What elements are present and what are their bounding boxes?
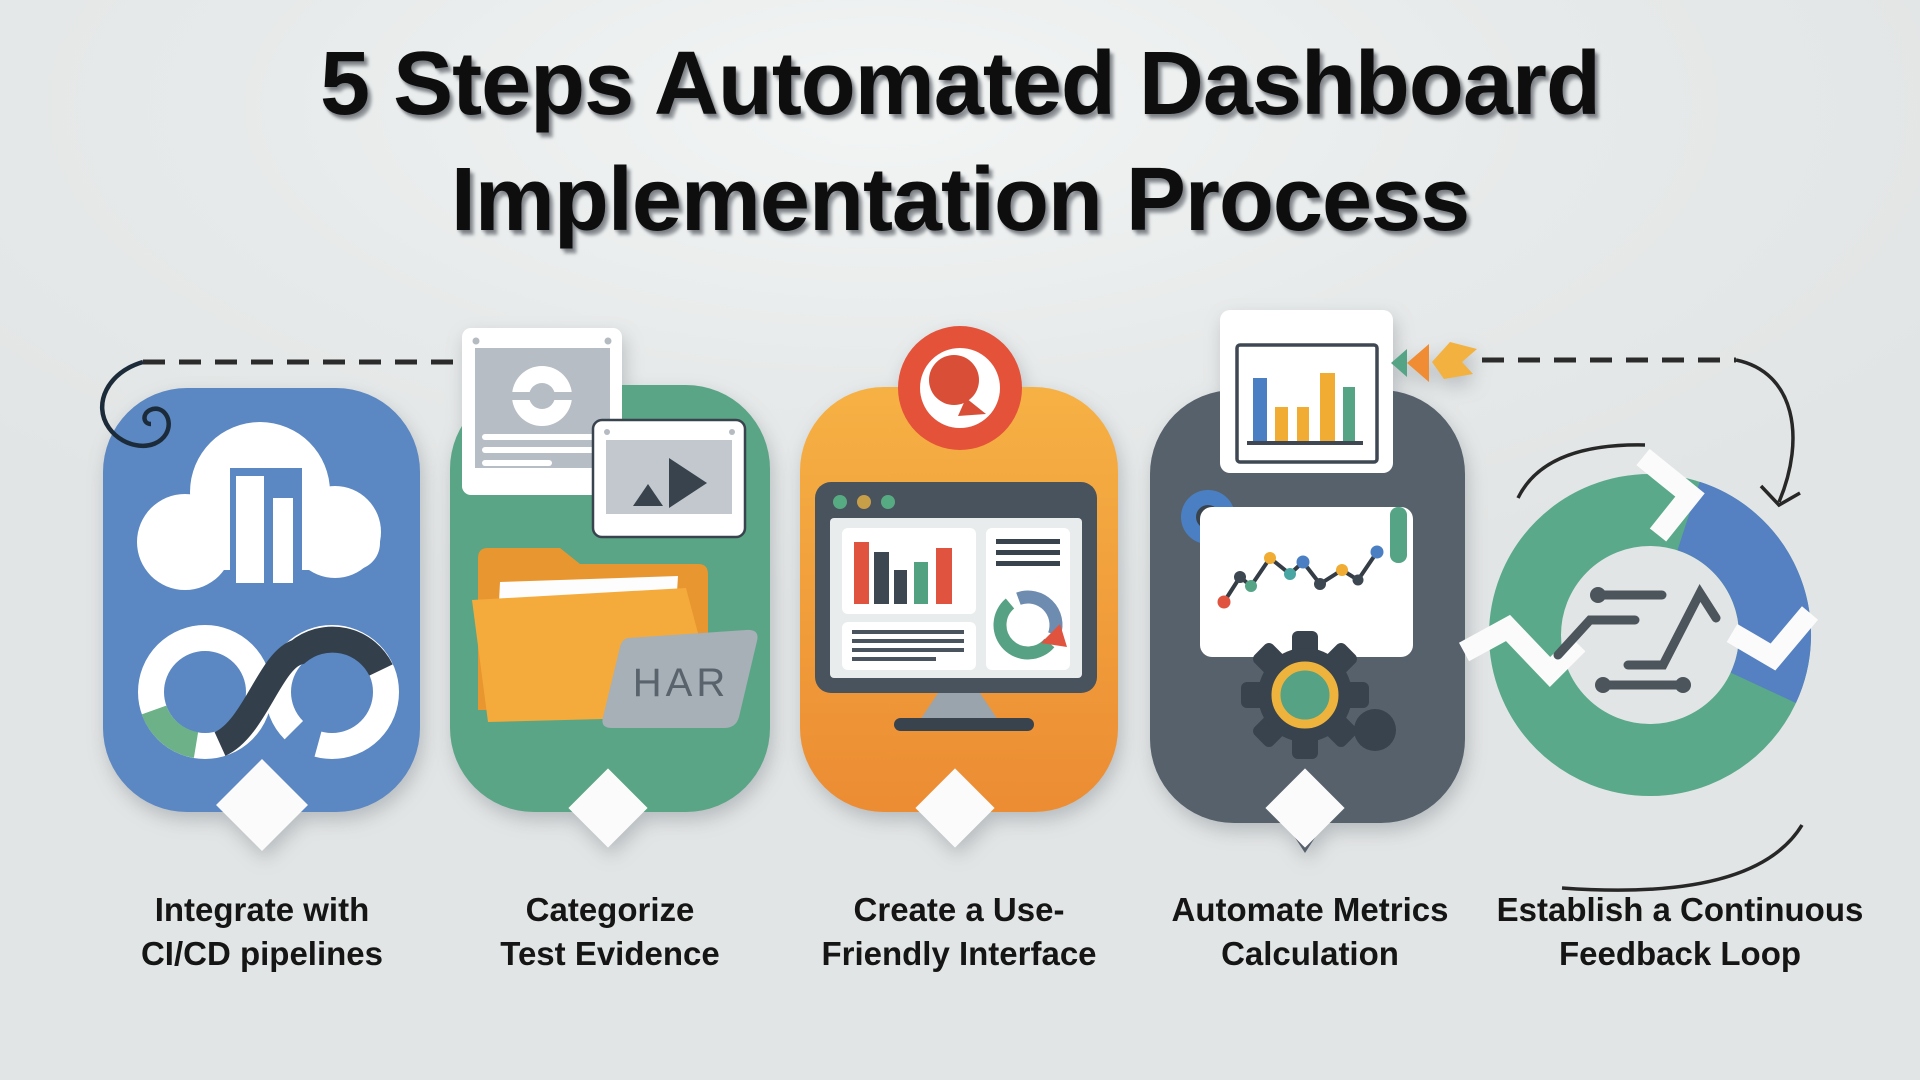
step-1-card <box>103 388 420 851</box>
gear-icon <box>1241 631 1396 759</box>
diamond-marker <box>216 759 308 851</box>
screenshot-window-icon <box>462 328 622 495</box>
monitor-base <box>894 718 1034 731</box>
refresh-arrow-icon <box>1041 624 1067 647</box>
continuous-feedback-loop-icon <box>1458 443 1819 892</box>
outer-arc-top <box>1516 443 1646 499</box>
har-file-tag: HAR <box>602 629 758 728</box>
bar-chart-panel-icon <box>842 528 976 614</box>
page-title: 5 Steps Automated Dashboard Implementati… <box>0 26 1920 258</box>
monitor-stand <box>920 693 998 720</box>
video-player-window-icon <box>591 418 747 539</box>
step-label-2: Categorize Test Evidence <box>500 891 720 972</box>
step-label-5: Establish a Continuous Feedback Loop <box>1496 891 1864 972</box>
step-5-loop <box>1458 443 1819 892</box>
diamond-marker <box>1265 768 1345 848</box>
page-title-line1: 5 Steps Automated Dashboard <box>320 34 1601 134</box>
page-title-line2: Implementation Process <box>450 150 1470 250</box>
red-target-badge-icon <box>898 326 1022 450</box>
loop-chevron-left <box>1458 614 1586 688</box>
dashboard-monitor-icon <box>815 482 1097 731</box>
play-small-triangle-icon <box>633 484 663 506</box>
step-3-card <box>800 326 1118 848</box>
play-next-triangle-icon <box>669 458 707 508</box>
outer-arc-bottom <box>1561 824 1804 892</box>
donut-chart-panel-icon <box>986 528 1070 670</box>
cloud-upload-icon <box>137 422 381 590</box>
step-2-card: HAR <box>450 328 770 848</box>
bar-chart-card-icon <box>1220 310 1393 473</box>
metric-lines-glyph <box>1553 583 1721 693</box>
step-label-1: Integrate with CI/CD pipelines <box>140 891 384 972</box>
cicd-infinity-icon <box>138 625 399 759</box>
text-panel-icon <box>842 622 976 670</box>
step-label-4: Automate Metrics Calculation <box>1171 891 1449 972</box>
loop-chevron-right <box>1726 606 1819 671</box>
line-chart-panel-icon <box>1200 507 1413 657</box>
step-label-3: Create a Use- Friendly Interface <box>821 891 1097 972</box>
step-4-card <box>1150 310 1477 853</box>
window-dot-green <box>881 495 895 509</box>
window-dot-green <box>833 495 847 509</box>
loop-chevron-top <box>1636 448 1705 542</box>
window-dot-yellow <box>857 495 871 509</box>
arrow-cluster-icon <box>1391 342 1477 382</box>
har-tag-label: HAR <box>633 661 729 705</box>
teal-pill <box>1390 507 1407 563</box>
